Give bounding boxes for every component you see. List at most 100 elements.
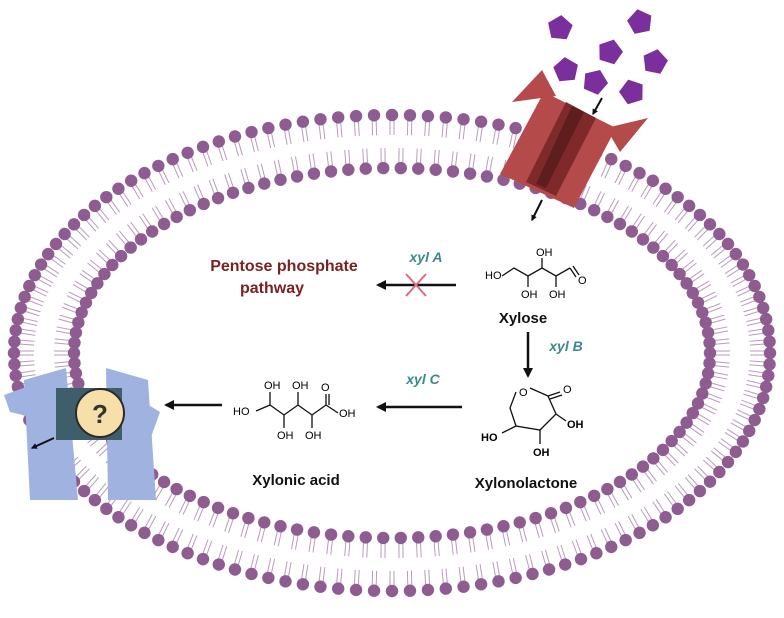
xylose-label: Xylose — [499, 310, 547, 327]
xylose-oh-bottom-right: OH — [549, 289, 566, 301]
lipid-head — [574, 552, 588, 566]
lipid-head — [377, 531, 390, 545]
lipid-head — [314, 113, 327, 126]
xylonolactone-oh-bottom: OH — [533, 447, 550, 459]
lipid-head — [682, 493, 696, 507]
lipid-head — [359, 531, 372, 544]
lipid-head — [262, 571, 275, 585]
xylonolactone-oh-right: OH — [567, 419, 584, 431]
lipid-head — [762, 324, 775, 337]
lipid-head — [152, 533, 165, 547]
lipid-head — [647, 241, 660, 254]
unknown-exporter: ? — [4, 368, 160, 500]
lipid-head — [686, 406, 699, 420]
lipid-head — [212, 558, 225, 571]
lipid-head — [181, 547, 194, 560]
lipid-head — [613, 475, 627, 489]
question-mark: ? — [92, 399, 108, 429]
lipid-head — [713, 227, 726, 241]
lipid-head — [605, 152, 618, 166]
lipid-head — [385, 584, 399, 598]
lipid-head — [743, 268, 756, 282]
lipid-head — [228, 563, 242, 576]
lipid-head — [349, 583, 363, 597]
lipid-head — [696, 306, 709, 319]
lipid-head — [693, 484, 707, 498]
lipid-head — [686, 286, 699, 300]
lipid-head — [296, 578, 310, 591]
import-arrow-in — [592, 97, 603, 116]
lipid-head — [665, 258, 678, 272]
lipid-head — [307, 526, 321, 539]
lipid-head — [587, 489, 601, 503]
lipid-head — [88, 493, 102, 507]
lipid-head — [625, 225, 639, 238]
lipid-head — [67, 346, 81, 360]
lipid-head — [756, 301, 770, 315]
xylose-import-channel — [500, 70, 648, 208]
xylose-pentagon — [548, 15, 573, 40]
blocked-cross-mark — [405, 273, 427, 297]
lipid-head — [166, 540, 179, 554]
lipid-head — [673, 425, 686, 439]
xylonic-acid-label: Xylonic acid — [252, 472, 340, 489]
lipid-head — [100, 502, 113, 516]
lipid-head — [18, 290, 31, 304]
lipid-head — [656, 249, 670, 263]
lipid-head — [703, 336, 716, 350]
xyl-c-gene-label: xyl C — [405, 371, 440, 387]
xylose-ho: HO — [485, 270, 502, 282]
lipid-head — [359, 162, 372, 175]
lipid-head — [753, 402, 766, 416]
lipid-head — [673, 267, 686, 281]
lipid-head — [258, 516, 271, 529]
lipid-head — [332, 111, 345, 124]
lipid-head — [85, 286, 98, 300]
lipid-head — [367, 109, 381, 122]
lipid-head — [279, 575, 292, 588]
lipid-head — [474, 578, 488, 591]
lipid-head — [633, 526, 646, 540]
lipid-head — [170, 482, 183, 496]
lipid-head — [394, 531, 407, 545]
lipid-head — [385, 108, 399, 122]
xylose-pentagon — [599, 39, 623, 65]
lipid-head — [659, 182, 672, 195]
lipid-head — [226, 186, 240, 199]
lipid-head — [196, 552, 210, 566]
xylose-pentagon — [583, 70, 608, 95]
lipid-head — [457, 113, 470, 126]
lipid-head — [574, 495, 587, 509]
lipid-head — [152, 159, 165, 173]
lipid-head — [367, 584, 381, 597]
lipid-head — [98, 267, 111, 281]
lipid-head — [11, 312, 25, 326]
lipid-head — [403, 109, 417, 122]
lipid-head — [590, 547, 603, 560]
lipid-head — [601, 482, 614, 496]
lipid-head — [228, 130, 242, 143]
lipid-head — [492, 575, 505, 588]
lipid-head — [696, 387, 709, 400]
lipid-head — [34, 258, 48, 271]
lipid-head — [526, 567, 539, 581]
lipid-head — [729, 247, 743, 261]
cell-membrane — [7, 108, 777, 598]
lipid-head — [457, 580, 470, 593]
lipid-head — [258, 177, 271, 190]
lipid-head — [138, 526, 151, 540]
lipid-head — [72, 377, 85, 390]
lipid-head — [242, 511, 255, 525]
lipid-head — [41, 247, 55, 261]
lipid-head — [492, 118, 505, 131]
lipid-head — [166, 152, 179, 166]
lipid-head — [429, 530, 442, 543]
lipid-head — [748, 413, 761, 427]
lipid-head — [8, 335, 21, 348]
lipid-head — [196, 140, 210, 154]
xylose-oh-top: OH — [536, 247, 553, 259]
xylonic-acid-oh-acid: OH — [339, 408, 356, 420]
xylonic-acid-oh-3: OH — [277, 430, 294, 442]
lipid-head — [245, 125, 258, 139]
